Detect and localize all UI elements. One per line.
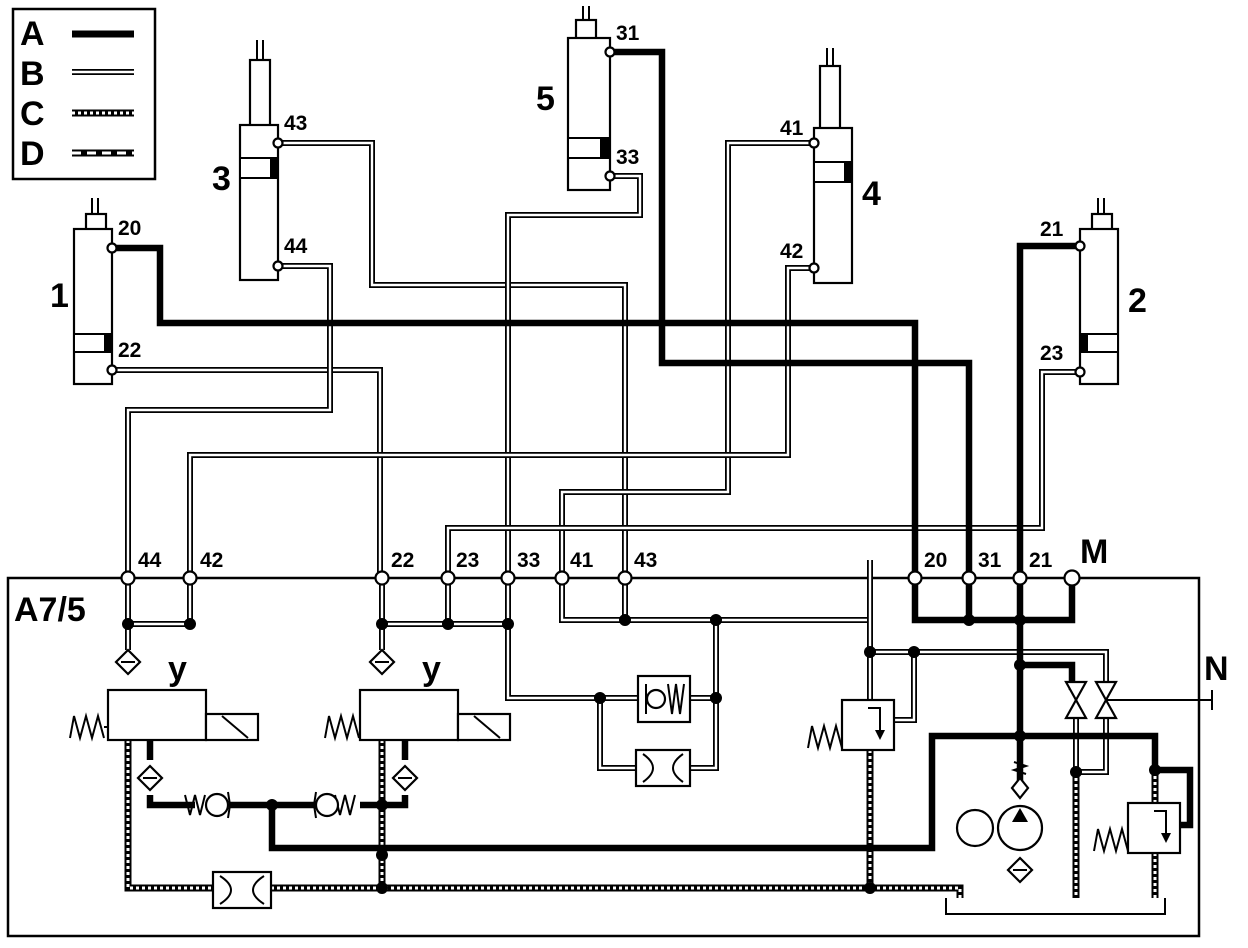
line-b-4 <box>560 141 814 578</box>
port-43: 43 <box>634 549 657 572</box>
legend-key-d: D <box>20 135 45 173</box>
line-b-13 <box>598 698 636 770</box>
line-b-11 <box>448 578 511 627</box>
port-22: 22 <box>391 549 414 572</box>
valve-left-label: y <box>168 650 187 688</box>
line-c-1 <box>271 886 962 898</box>
check-valve-pair-right: N <box>1064 650 1229 720</box>
port-23: 23 <box>456 549 479 572</box>
pump-motor <box>955 761 1044 884</box>
tank-line <box>945 898 1166 915</box>
line-b-8 <box>128 578 193 627</box>
cylinder-5-port-top: 31 <box>616 22 640 45</box>
legend: A B C D <box>11 7 157 181</box>
throttle-center <box>634 748 692 788</box>
cylinder-3-number: 3 <box>212 160 231 198</box>
port-41: 41 <box>570 549 594 572</box>
cylinder-3-port-bottom: 44 <box>284 235 308 258</box>
line-b-3 <box>505 173 643 578</box>
cylinder-2-port-bottom: 23 <box>1040 342 1063 365</box>
line-b-12 <box>506 624 638 700</box>
cylinder-1: 1 20 22 <box>50 198 141 386</box>
cylinder-2: 2 21 23 <box>1040 198 1147 386</box>
line-b-5 <box>188 266 814 578</box>
cylinder-2-port-top: 21 <box>1040 218 1064 241</box>
cylinder-3-port-top: 43 <box>284 112 307 135</box>
control-lines-b <box>112 140 1109 775</box>
unit-housing: A7/5 <box>6 576 1201 938</box>
line-b-2 <box>278 141 627 578</box>
pressure-lines-a <box>112 48 1194 852</box>
port-m: M <box>1080 533 1108 571</box>
check-valve-center <box>636 674 692 724</box>
unit-ports: 44 42 22 23 33 41 43 20 31 21 M <box>120 533 1108 587</box>
n-label: N <box>1204 650 1229 688</box>
pressure-relief-valve-center <box>807 698 896 752</box>
cylinder-1-port-top: 20 <box>118 217 141 240</box>
cylinder-4: 4 41 42 <box>780 48 881 285</box>
cylinder-1-port-bottom: 22 <box>118 339 141 362</box>
line-b-5 <box>187 265 814 578</box>
port-44: 44 <box>138 549 162 572</box>
port-42: 42 <box>200 549 223 572</box>
line-c-0 <box>126 740 213 890</box>
line-b-14 <box>690 696 718 770</box>
solenoid-valve-left: y <box>69 648 260 819</box>
return-lines-c <box>124 740 1159 898</box>
port-21: 21 <box>1029 549 1053 572</box>
line-b-0 <box>112 367 383 578</box>
line-b-10 <box>382 578 451 627</box>
line-b-21 <box>1076 718 1108 774</box>
line-b-13 <box>597 698 636 771</box>
line-b-8 <box>128 578 192 626</box>
line-b-0 <box>112 368 382 578</box>
legend-key-c: C <box>20 95 45 133</box>
line-b-10 <box>382 578 450 626</box>
legend-key-b: B <box>20 55 45 93</box>
junctions <box>122 614 1161 894</box>
legend-key-a: A <box>20 15 45 53</box>
valve-right-label: y <box>422 650 441 688</box>
pressure-relief-valve-right <box>1093 801 1182 855</box>
line-b-1 <box>126 264 332 578</box>
cylinder-4-port-bottom: 42 <box>780 240 803 263</box>
line-b-3 <box>506 174 642 578</box>
line-b-14 <box>690 695 719 771</box>
cylinder-4-number: 4 <box>862 175 881 213</box>
cylinder-4-port-top: 41 <box>780 117 804 140</box>
line-b-6 <box>446 370 1080 578</box>
line-b-6 <box>445 369 1080 578</box>
cylinder-5: 5 31 33 <box>536 6 640 192</box>
unit-label: A7/5 <box>14 591 86 629</box>
port-31: 31 <box>978 549 1002 572</box>
line-b-12 <box>505 624 638 701</box>
cylinder-5-number: 5 <box>536 80 555 118</box>
line-b-21 <box>1076 718 1109 775</box>
line-b-11 <box>448 578 510 626</box>
port-20: 20 <box>924 549 947 572</box>
line-b-17 <box>870 650 916 722</box>
port-33: 33 <box>517 549 540 572</box>
line-b-18 <box>914 649 1109 682</box>
line-b-18 <box>914 650 1108 682</box>
throttle-lower-left <box>211 870 273 910</box>
cylinder-5-port-bottom: 33 <box>616 146 639 169</box>
cylinder-2-number: 2 <box>1128 282 1147 320</box>
solenoid-valve-right: y <box>312 648 512 819</box>
cylinder-1-number: 1 <box>50 277 69 315</box>
cylinder-3: 3 43 44 <box>212 40 308 282</box>
